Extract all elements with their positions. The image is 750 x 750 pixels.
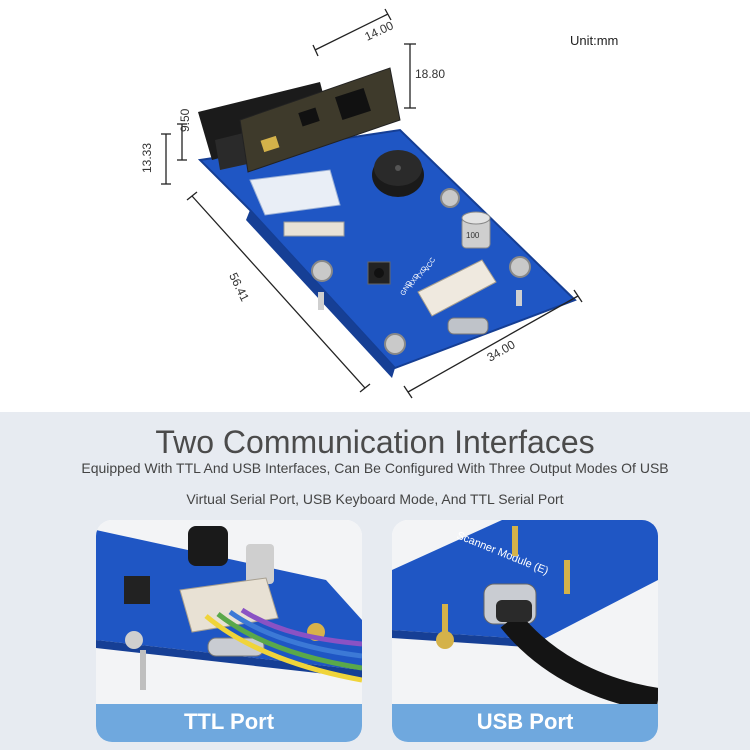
dim-height-total: 13.33 <box>140 142 154 173</box>
dim-depth-small: 9.50 <box>178 108 192 132</box>
ttl-port-label: TTL Port <box>183 709 275 734</box>
module-drawing: 100 VCC TXD RXD GND <box>161 8 583 399</box>
ttl-port-card: TTL Port <box>96 520 362 742</box>
usb-port-card: Scanner Module (E) USB Port <box>392 520 658 742</box>
mount-hole <box>509 256 531 278</box>
dimension-drawing-area: Unit:mm 100 VCC TXD RXD GND <box>140 8 619 399</box>
section-subtitle-line2: Virtual Serial Port, USB Keyboard Mode, … <box>186 491 564 507</box>
mount-hole <box>311 260 333 282</box>
ttl-connector <box>417 259 497 317</box>
dim-height-side: 18.80 <box>415 67 446 81</box>
capacitor-text: 100 <box>466 231 480 240</box>
usb-c-port <box>447 317 489 335</box>
section-title: Two Communication Interfaces <box>155 424 595 460</box>
ribbon-cable <box>249 169 341 216</box>
mount-hole <box>440 188 460 208</box>
mount-hole <box>384 333 406 355</box>
usb-label-bar <box>392 704 658 742</box>
ttl-label-bar <box>96 704 362 742</box>
usb-port-label: USB Port <box>476 709 574 734</box>
section-subtitle-line1: Equipped With TTL And USB Interfaces, Ca… <box>81 460 669 476</box>
unit-label: Unit:mm <box>570 33 619 48</box>
